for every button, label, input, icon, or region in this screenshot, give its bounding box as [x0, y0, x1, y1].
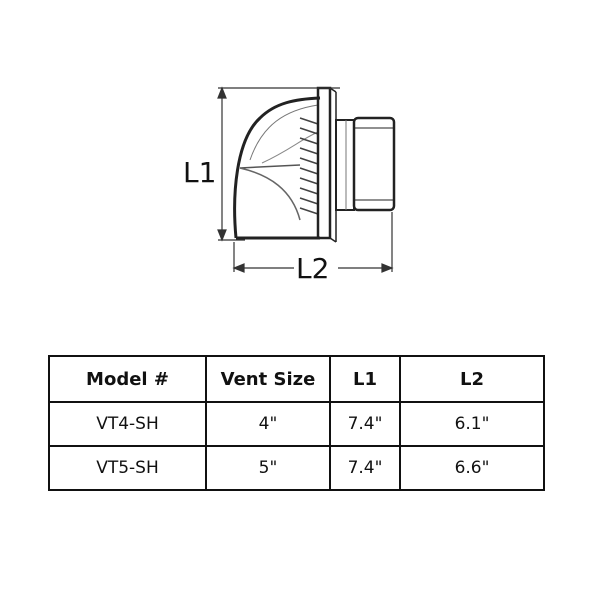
vent-hood-drawing: L1 L2	[183, 86, 396, 285]
l1-dimension-line	[217, 86, 340, 242]
column-header: L2	[401, 357, 543, 403]
vent-hood-icon	[233, 86, 396, 243]
table-cell: VT4-SH	[50, 403, 207, 447]
table-row: VT4-SH 4" 7.4" 6.1"	[50, 403, 543, 447]
table-cell: 7.4"	[331, 447, 401, 489]
column-header: L1	[331, 357, 401, 403]
l2-label-background	[294, 252, 338, 282]
table-cell: 7.4"	[331, 403, 401, 447]
table-cell: 6.6"	[454, 458, 490, 478]
table-header-row: Model # Vent Size L1 L2	[50, 357, 543, 403]
column-header: Model #	[50, 357, 207, 403]
column-header: Vent Size	[207, 357, 331, 403]
table-cell: 5"	[207, 447, 331, 489]
table-cell: 4"	[207, 403, 331, 447]
l1-dimension-label: L1	[183, 156, 216, 189]
spec-table: Model # Vent Size L1 L2 VT4-SH 4" 7.4" 6…	[48, 355, 545, 491]
table-cell: VT5-SH	[50, 447, 207, 489]
table-cell: 6.1"	[401, 403, 543, 447]
l2-dimension-label: L2	[296, 252, 329, 285]
table-row: VT5-SH 5" 7.4" 6.6"	[50, 447, 543, 489]
